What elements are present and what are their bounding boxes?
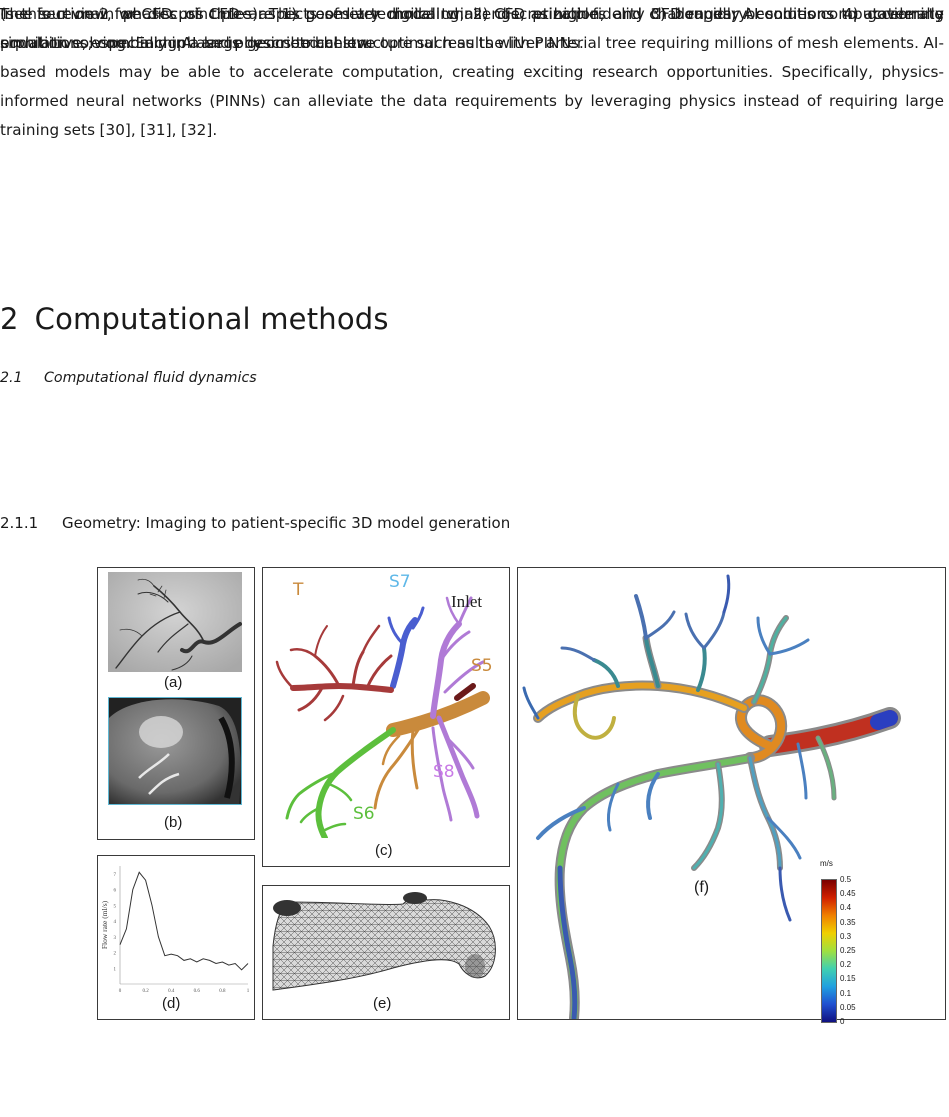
- x-tick-label: 0.6: [194, 989, 201, 994]
- section-heading: 2 Computational methods: [0, 302, 389, 336]
- y-tick-label: 3: [114, 936, 117, 941]
- panel-ab: (a) (b): [97, 567, 255, 840]
- y-tick-label: 5: [114, 904, 117, 909]
- label-f: (f): [694, 879, 710, 896]
- ct-image: [108, 697, 242, 805]
- subsubsection-heading: 2.1.1 Geometry: Imaging to patient-specif…: [0, 514, 510, 532]
- segmented-arterial-tree: [275, 596, 490, 838]
- subsection-heading: 2.1 Computational fluid dynamics: [0, 370, 257, 386]
- colorbar: [821, 879, 837, 1023]
- subsubsection-title: Geometry: Imaging to patient-specific 3D…: [62, 514, 511, 532]
- flow-rate-series-line: [119, 871, 249, 971]
- panel-e-mesh: (e): [262, 885, 510, 1020]
- colorbar-tick-label: 0.05: [840, 1002, 856, 1012]
- colorbar-tick-label: 0.35: [840, 917, 856, 927]
- panel-c-segmentation: T S7 Inlet S5 S8 S6 (c): [262, 567, 510, 867]
- subsubsection-number: 2.1.1: [0, 514, 39, 532]
- subsection-title: Computational fluid dynamics: [44, 370, 257, 386]
- segment-label-s8: S8: [433, 762, 455, 782]
- label-a: (a): [164, 674, 183, 691]
- x-tick-label: 0: [119, 989, 122, 994]
- x-tick-label: 0.8: [219, 989, 226, 994]
- label-e: (e): [373, 995, 392, 1012]
- paragraph-intro-cont: (see section 2 for CFD principles). This…: [0, 5, 944, 139]
- colorbar-tick-label: 0.2: [840, 960, 852, 970]
- colorbar-tick-label: 0.1: [840, 988, 852, 998]
- colorbar-unit: m/s: [820, 859, 833, 868]
- angiogram-image: [108, 572, 242, 672]
- velocity-streamlines: [522, 574, 901, 1019]
- y-tick-label: 1: [114, 967, 117, 972]
- segment-label-inlet: Inlet: [451, 592, 483, 611]
- colorbar-tick-label: 0.25: [840, 946, 856, 955]
- colorbar-tick-label: 0.45: [840, 889, 856, 899]
- segment-label-s6: S6: [353, 804, 375, 824]
- paragraph-review-scope: In this review, we discuss three aspects…: [0, 5, 944, 52]
- panel-d-flow-chart: 1 2 3 4 5 6 7 0 0.2 0.4 0.6 0.8 1 Flow rate (ml/s) (d…: [97, 855, 255, 1020]
- mesh-geometry: [272, 892, 496, 991]
- label-d: (d): [162, 995, 181, 1012]
- paragraph-cfd-phases: The four main phases of CFD are 1) geome…: [0, 5, 944, 52]
- y-tick-label: 4: [114, 920, 117, 925]
- flow-rate-chart: 1 2 3 4 5 6 7 0 0.2 0.4 0.6 0.8 1 Flow rate (ml/s): [100, 866, 250, 994]
- y-tick-label: 2: [114, 952, 117, 957]
- section-title: Computational methods: [34, 302, 389, 336]
- colorbar-tick-label: 0.5: [840, 875, 852, 884]
- segment-label-s7: S7: [389, 572, 411, 592]
- x-tick-label: 0.4: [168, 989, 175, 994]
- label-c: (c): [375, 842, 393, 859]
- colorbar-tick-label: 0.3: [840, 931, 852, 941]
- colorbar-tick-label: 0.15: [840, 974, 856, 984]
- segment-label-s5: S5: [471, 656, 493, 676]
- colorbar-tick-label: 0.4: [840, 903, 852, 913]
- label-b: (b): [164, 814, 183, 831]
- colorbar-tick-label: 0: [840, 1017, 845, 1026]
- y-axis-label: Flow rate (ml/s): [100, 900, 109, 949]
- x-tick-label: 0.2: [142, 989, 149, 994]
- segment-label-t: T: [293, 580, 304, 600]
- y-tick-label: 6: [114, 889, 117, 894]
- colorbar-ticks: 0.5 0.45 0.4 0.35 0.3 0.25 0.2 0.15 0.1 0.05 0: [840, 875, 880, 1026]
- y-tick-label: 7: [114, 873, 117, 878]
- subsection-number: 2.1: [0, 370, 23, 386]
- x-tick-label: 1: [247, 989, 250, 994]
- section-number: 2: [0, 302, 19, 336]
